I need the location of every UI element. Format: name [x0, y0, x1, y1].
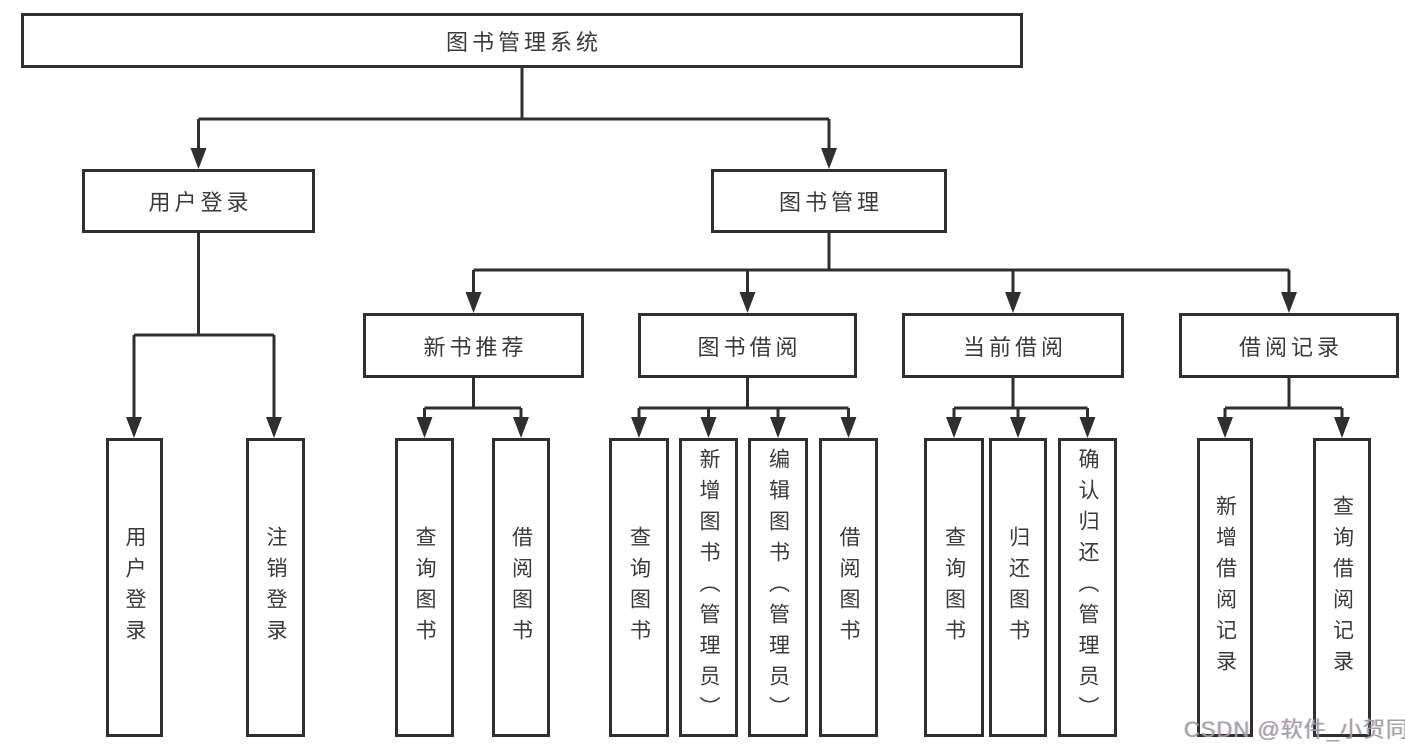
leaf-logout-login: 注销登录 — [246, 438, 305, 737]
node-label: 用户登录 — [123, 525, 146, 650]
node-label: 新增图书（管理员） — [697, 448, 720, 727]
node-label: 归还图书 — [1006, 525, 1030, 650]
node-label: 借阅记录 — [1238, 334, 1343, 360]
node-label: 图书借阅 — [697, 334, 802, 360]
leaf-borrow-books-recommend: 借阅图书 — [492, 438, 550, 737]
node-current-borrowing: 当前借阅 — [902, 313, 1124, 378]
node-label: 编辑图书（管理员） — [766, 448, 790, 727]
node-label: 查询借阅记录 — [1330, 494, 1354, 681]
leaf-confirm-return-admin: 确认归还（管理员） — [1058, 438, 1117, 737]
node-label: 用户登录 — [148, 190, 253, 215]
leaf-borrow-books-borrowing: 借阅图书 — [819, 438, 878, 737]
leaf-query-books-current: 查询图书 — [924, 438, 984, 737]
leaf-query-books-recommend: 查询图书 — [395, 438, 454, 737]
node-borrowing-records: 借阅记录 — [1179, 313, 1399, 378]
leaf-add-books-admin: 新增图书（管理员） — [679, 438, 738, 737]
csdn-watermark: CSDN @软件_小贺同学 — [1184, 717, 1405, 742]
node-library-system: 图书管理系统 — [21, 13, 1023, 68]
leaf-edit-books-admin: 编辑图书（管理员） — [748, 438, 808, 737]
node-label: 查询图书 — [413, 525, 436, 650]
node-label: 图书管理 — [778, 190, 883, 215]
leaf-return-books: 归还图书 — [989, 438, 1047, 737]
node-label: 查询图书 — [942, 525, 966, 650]
node-label: 图书管理系统 — [445, 29, 602, 55]
node-book-management: 图书管理 — [711, 169, 947, 233]
node-label: 借阅图书 — [837, 525, 860, 650]
node-label: 新增借阅记录 — [1213, 494, 1237, 681]
node-label: 注销登录 — [264, 525, 287, 650]
leaf-user-login: 用户登录 — [106, 438, 163, 737]
leaf-add-borrow-record: 新增借阅记录 — [1197, 438, 1253, 737]
node-book-borrowing: 图书借阅 — [638, 313, 857, 378]
node-user-login: 用户登录 — [82, 169, 315, 233]
node-label: 确认归还（管理员） — [1076, 448, 1099, 727]
node-label: 当前借阅 — [962, 334, 1067, 360]
node-label: 借阅图书 — [509, 525, 533, 650]
leaf-query-books-borrowing: 查询图书 — [609, 438, 669, 737]
leaf-query-borrow-record: 查询借阅记录 — [1313, 438, 1371, 737]
node-label: 查询图书 — [627, 525, 651, 650]
node-label: 新书推荐 — [423, 334, 528, 360]
node-new-book-recommendation: 新书推荐 — [363, 313, 584, 378]
